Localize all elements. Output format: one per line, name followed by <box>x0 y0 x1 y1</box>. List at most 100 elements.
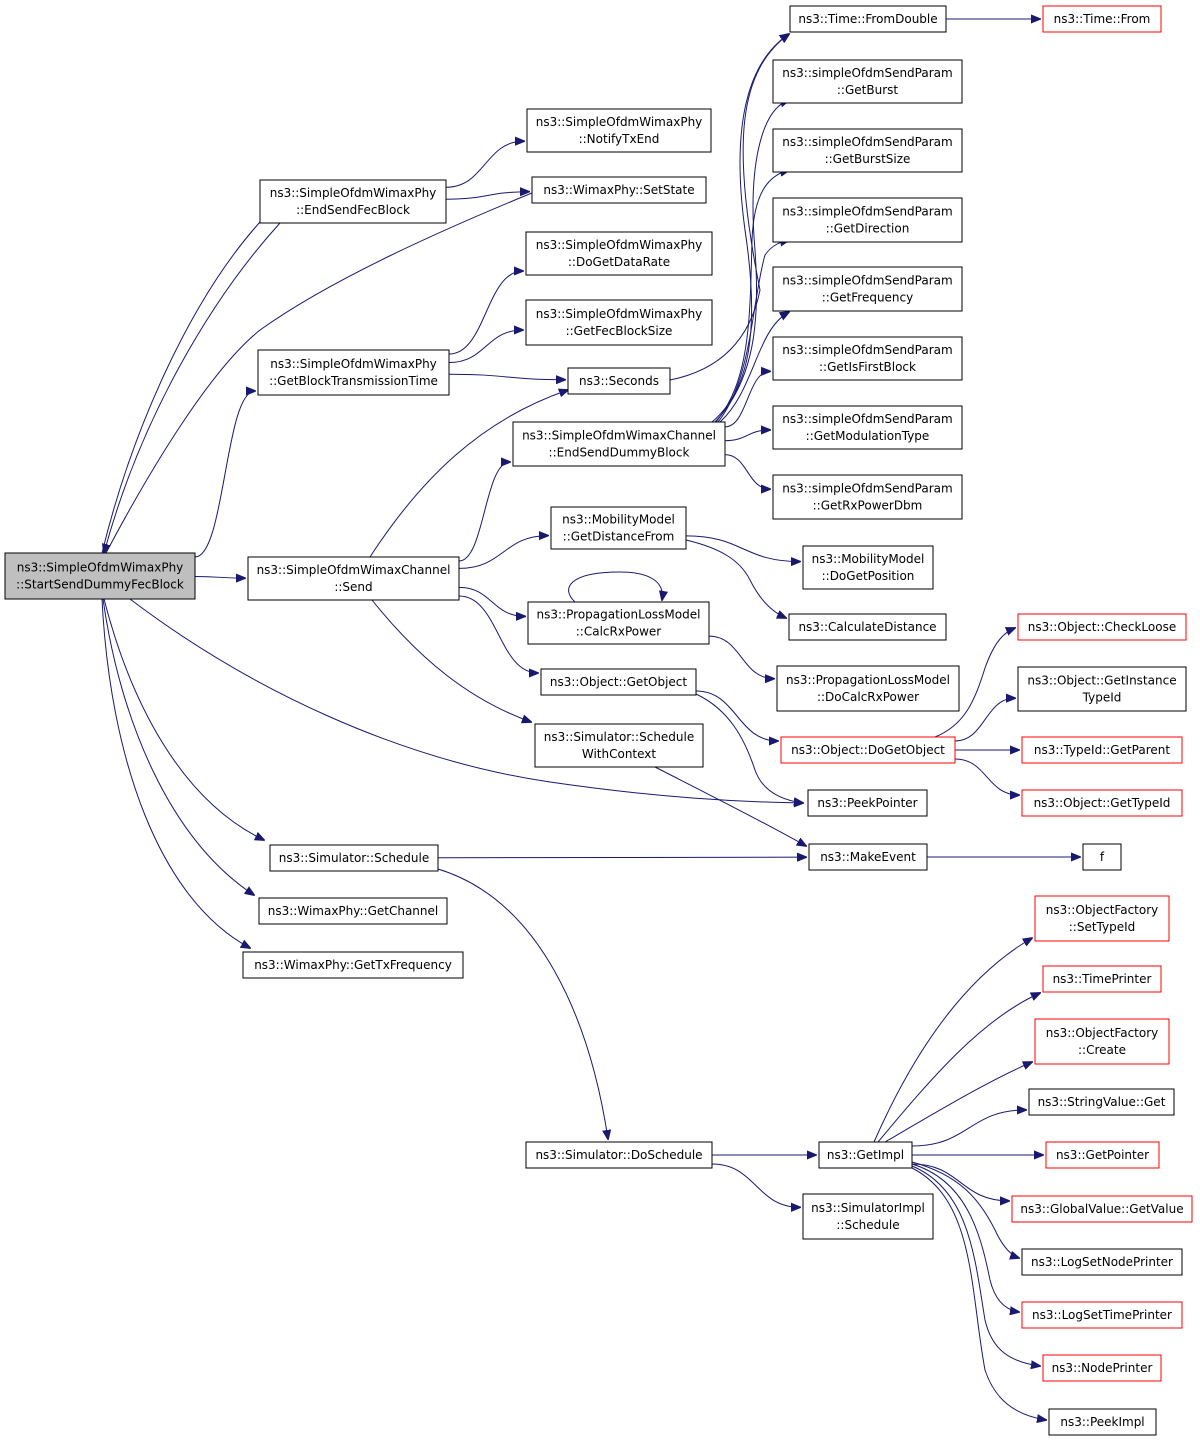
node-makeEvent[interactable]: ns3::MakeEvent <box>808 843 928 871</box>
edge-arrow <box>458 586 525 616</box>
edge-endSendDummy-to-getBurstSize <box>715 170 789 423</box>
edge-arrow <box>371 599 531 722</box>
edge-getImpl-to-stringValueGet <box>911 1110 1026 1147</box>
node-timePrinter[interactable]: ns3::TimePrinter <box>1042 965 1162 993</box>
node-getModType[interactable]: ns3::simpleOfdmSendParam::GetModulationT… <box>772 405 963 450</box>
node-label-line: ns3::SimulatorImpl <box>811 1201 925 1215</box>
node-logSetNodePrinter[interactable]: ns3::LogSetNodePrinter <box>1021 1248 1183 1276</box>
node-label-line: ns3::Seconds <box>579 374 659 388</box>
node-root[interactable]: ns3::SimpleOfdmWimaxPhy::StartSendDummyF… <box>4 552 196 600</box>
node-typeIdGetParent[interactable]: ns3::TypeId::GetParent <box>1021 736 1183 764</box>
node-box <box>540 668 697 696</box>
node-box <box>259 179 447 224</box>
node-endSendDummy[interactable]: ns3::SimpleOfdmWimaxChannel::EndSendDumm… <box>512 421 726 467</box>
node-label-line: ns3::SimpleOfdmWimaxPhy <box>17 561 184 575</box>
edge-getImpl-to-logSetNodePrinter <box>911 1161 1019 1258</box>
edge-root-to-simSchedule <box>103 598 264 840</box>
node-simSchedule[interactable]: ns3::Simulator::Schedule <box>269 844 439 872</box>
node-peekPointer[interactable]: ns3::PeekPointer <box>807 789 928 817</box>
edge-getImpl-to-timePrinter <box>877 993 1040 1143</box>
node-label-line: ns3::simpleOfdmSendParam <box>782 205 952 219</box>
node-getBurst[interactable]: ns3::simpleOfdmSendParam::GetBurst <box>772 59 963 104</box>
node-getPointer[interactable]: ns3::GetPointer <box>1045 1141 1160 1169</box>
edge-arrow <box>194 391 255 558</box>
node-f[interactable]: f <box>1082 843 1122 871</box>
node-gvGetValue[interactable]: ns3::GlobalValue::GetValue <box>1011 1195 1193 1223</box>
node-doGetPosition[interactable]: ns3::MobilityModel::DoGetPosition <box>802 545 934 590</box>
node-getBurstSize[interactable]: ns3::simpleOfdmSendParam::GetBurstSize <box>772 128 963 173</box>
node-label-line: ::GetBurst <box>837 83 898 97</box>
edge-root-to-chanSend <box>194 577 245 579</box>
node-seconds[interactable]: ns3::Seconds <box>567 367 671 395</box>
node-stringValueGet[interactable]: ns3::StringValue::Get <box>1028 1088 1175 1116</box>
edge-arrow <box>685 535 800 562</box>
node-label-line: ns3::simpleOfdmSendParam <box>782 274 952 288</box>
edge-arrow <box>715 170 789 423</box>
node-doSchedule[interactable]: ns3::Simulator::DoSchedule <box>525 1141 713 1169</box>
node-getBlockTx[interactable]: ns3::SimpleOfdmWimaxPhy::GetBlockTransmi… <box>257 349 450 396</box>
edge-simSchedule-to-doSchedule <box>437 868 608 1139</box>
edge-arrow <box>129 598 803 803</box>
node-getIsFirstBlock[interactable]: ns3::simpleOfdmSendParam::GetIsFirstBloc… <box>772 336 963 381</box>
node-simImplSchedule[interactable]: ns3::SimulatorImpl::Schedule <box>802 1193 934 1240</box>
edge-arrow <box>911 1161 1019 1258</box>
edge-arrow <box>911 1165 1040 1366</box>
node-ofCreate[interactable]: ns3::ObjectFactory::Create <box>1034 1018 1170 1065</box>
node-getFrequency[interactable]: ns3::simpleOfdmSendParam::GetFrequency <box>772 266 963 312</box>
node-box <box>1017 666 1187 712</box>
edge-arrow <box>104 222 281 553</box>
edge-endSendDummy-to-getModType <box>724 430 770 442</box>
node-label-line: ::GetModulationType <box>806 429 930 443</box>
node-box <box>531 176 707 204</box>
edge-arrow <box>711 34 789 423</box>
node-logSetTimePrinter[interactable]: ns3::LogSetTimePrinter <box>1021 1301 1183 1329</box>
node-box <box>772 128 963 173</box>
node-endSendFec[interactable]: ns3::SimpleOfdmWimaxPhy::EndSendFecBlock <box>259 179 447 224</box>
node-getDirection[interactable]: ns3::simpleOfdmSendParam::GetDirection <box>772 197 963 243</box>
node-doCalcRxPower[interactable]: ns3::PropagationLossModel::DoCalcRxPower <box>776 665 960 712</box>
node-box <box>776 665 960 712</box>
node-label-line: ns3::Simulator::Schedule <box>544 730 695 744</box>
edge-simSchedule-to-makeEvent <box>437 857 806 858</box>
node-ofSetTypeId[interactable]: ns3::ObjectFactory::SetTypeId <box>1034 895 1170 942</box>
node-label-line: ns3::GlobalValue::GetValue <box>1020 1202 1183 1216</box>
node-nodePrinter[interactable]: ns3::NodePrinter <box>1042 1354 1162 1382</box>
node-peekImpl[interactable]: ns3::PeekImpl <box>1048 1408 1157 1436</box>
node-getDistFrom[interactable]: ns3::MobilityModel::GetDistanceFrom <box>550 506 687 550</box>
node-timeFrom[interactable]: ns3::Time::From <box>1042 5 1162 33</box>
node-label-line: ::GetFecBlockSize <box>566 324 673 338</box>
node-label-line: ns3::GetImpl <box>827 1148 904 1162</box>
node-label-line: ::Create <box>1078 1043 1126 1057</box>
edge-root-to-getChannel <box>102 598 254 895</box>
node-getImpl[interactable]: ns3::GetImpl <box>818 1141 913 1169</box>
node-calcRxPower[interactable]: ns3::PropagationLossModel::CalcRxPower <box>527 601 710 645</box>
node-calcDistance[interactable]: ns3::CalculateDistance <box>788 613 947 641</box>
edge-arrow <box>458 595 538 673</box>
edge-endSendDummy-to-getDirection <box>717 240 789 423</box>
edge-chanSend-to-seconds <box>369 390 568 558</box>
node-getRxPowerDbm[interactable]: ns3::simpleOfdmSendParam::GetRxPowerDbm <box>772 474 963 520</box>
node-getFecBlockSize[interactable]: ns3::SimpleOfdmWimaxPhy::GetFecBlockSize <box>525 299 713 346</box>
node-getObject[interactable]: ns3::Object::GetObject <box>540 668 697 696</box>
node-label-line: ::DoCalcRxPower <box>817 690 919 704</box>
node-timeFromDouble[interactable]: ns3::Time::FromDouble <box>789 5 947 33</box>
edge-getImpl-to-gvGetValue <box>911 1163 1009 1201</box>
node-checkLoose[interactable]: ns3::Object::CheckLoose <box>1017 613 1187 641</box>
node-label-line: ns3::PeekPointer <box>817 796 917 810</box>
node-getChannel[interactable]: ns3::WimaxPhy::GetChannel <box>258 897 448 925</box>
node-doGetDataRate[interactable]: ns3::SimpleOfdmWimaxPhy::DoGetDataRate <box>525 231 713 276</box>
node-getTxFreq[interactable]: ns3::WimaxPhy::GetTxFrequency <box>242 951 464 979</box>
edge-doGetObject-to-getInstTypeId <box>954 698 1015 742</box>
node-doGetObject[interactable]: ns3::Object::DoGetObject <box>780 736 956 764</box>
node-notifyTxEnd[interactable]: ns3::SimpleOfdmWimaxPhy::NotifyTxEnd <box>526 108 712 153</box>
node-box <box>772 405 963 450</box>
node-chanSend[interactable]: ns3::SimpleOfdmWimaxChannel::Send <box>247 556 460 601</box>
node-box <box>525 231 713 276</box>
edge-arrow <box>437 857 806 858</box>
node-box <box>808 843 928 871</box>
edge-arrow <box>954 698 1015 742</box>
node-setState[interactable]: ns3::WimaxPhy::SetState <box>531 176 707 204</box>
node-objGetTypeId[interactable]: ns3::Object::GetTypeId <box>1021 789 1183 817</box>
